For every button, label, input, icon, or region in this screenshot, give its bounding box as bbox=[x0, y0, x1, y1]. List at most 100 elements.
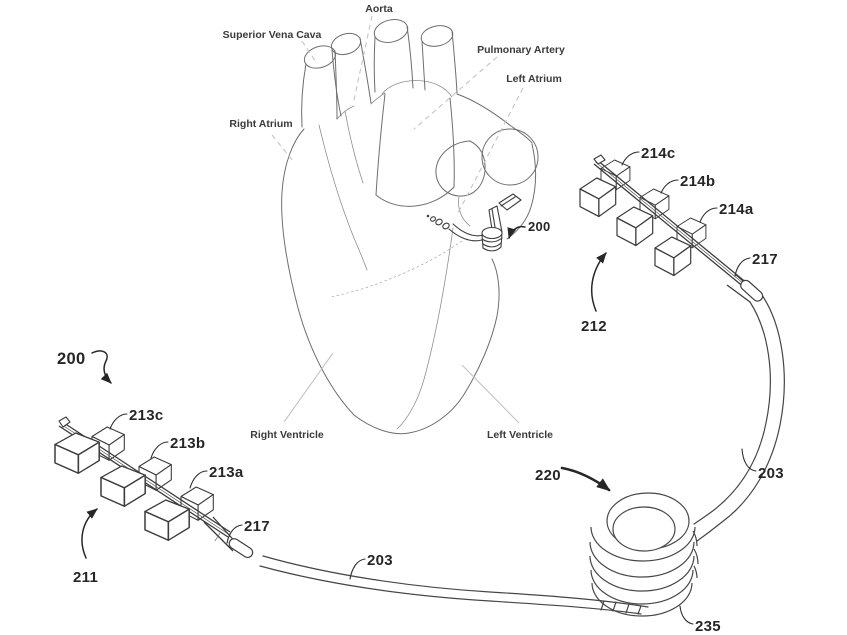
device-body-rib bbox=[482, 242, 502, 248]
label-203-bottom: 203 bbox=[367, 552, 393, 569]
device-body-top bbox=[481, 226, 503, 240]
right-rail bbox=[593, 163, 746, 289]
label-220: 220 bbox=[535, 467, 561, 484]
electrode-cube bbox=[616, 206, 654, 247]
electrode-cube bbox=[579, 177, 617, 218]
label-superior-vena-cava: Superior Vena Cava bbox=[223, 29, 322, 41]
appendage-lobe bbox=[458, 195, 471, 227]
hook-217-left bbox=[226, 524, 243, 544]
strain-sleeve-left bbox=[228, 538, 254, 559]
atrial-seam bbox=[318, 124, 368, 271]
anatomy-leaders bbox=[271, 15, 524, 424]
label-right-atrium: Right Atrium bbox=[229, 118, 292, 130]
label-pulmonary-artery: Pulmonary Artery bbox=[477, 44, 565, 56]
label-217-right: 217 bbox=[752, 251, 778, 268]
hook-214c bbox=[621, 151, 640, 166]
coil-right-connector bbox=[693, 565, 698, 579]
coil-right-connector bbox=[692, 530, 698, 547]
label-200-array: 200 bbox=[57, 350, 85, 368]
heart-outline-upper-right bbox=[506, 143, 537, 240]
hook-214b bbox=[660, 179, 679, 194]
lead-segment-tick bbox=[600, 600, 605, 611]
left-rail-endcap bbox=[58, 416, 71, 428]
vessel-aorta-tube bbox=[373, 19, 414, 93]
lead-segment-tick bbox=[612, 601, 617, 612]
arrow-211 bbox=[81, 508, 98, 559]
lead-segment-tick bbox=[625, 603, 630, 614]
right-taper bbox=[726, 284, 751, 303]
device-electrode-bead bbox=[429, 216, 437, 222]
label-200-heart: 200 bbox=[528, 219, 551, 234]
squiggle-arrow-200-heart bbox=[507, 225, 526, 239]
label-203-right: 203 bbox=[758, 465, 784, 482]
electrode-cube bbox=[54, 432, 100, 474]
device-electrode-bead bbox=[442, 222, 450, 230]
coronary-groove bbox=[330, 240, 463, 298]
device-lead-tip bbox=[426, 214, 430, 218]
label-213a: 213a bbox=[209, 464, 244, 481]
atrial-appendage bbox=[435, 140, 486, 197]
coil-dome bbox=[612, 506, 676, 552]
coil-ring bbox=[590, 569, 694, 605]
right-electrode-array bbox=[579, 154, 764, 303]
leader-pulmonary-artery bbox=[413, 56, 498, 130]
device-body-bottom bbox=[482, 246, 502, 252]
left-taper-tick bbox=[214, 532, 221, 542]
label-214a: 214a bbox=[719, 201, 754, 218]
squiggle-arrow-200-left bbox=[91, 350, 112, 384]
label-right-ventricle: Right Ventricle bbox=[250, 429, 324, 441]
label-left-ventricle: Left Ventricle bbox=[487, 429, 553, 441]
label-214c: 214c bbox=[641, 145, 676, 162]
vessel-svc-back bbox=[330, 32, 372, 117]
label-235: 235 bbox=[695, 618, 721, 635]
heart-drawing bbox=[281, 19, 539, 435]
heart-top-edge bbox=[456, 93, 533, 144]
right-rail-seam bbox=[595, 161, 747, 287]
device-body-side bbox=[481, 233, 484, 249]
right-rail-endcap bbox=[593, 154, 606, 165]
leader-left-ventricle bbox=[461, 364, 520, 424]
heart-top-arc-2 bbox=[370, 92, 386, 105]
coil-right-connector bbox=[693, 548, 699, 565]
interventricular-groove bbox=[396, 227, 454, 430]
implant-device bbox=[426, 193, 522, 252]
hook-213b bbox=[150, 441, 169, 459]
vessel-svc-front bbox=[301, 45, 338, 128]
label-aorta: Aorta bbox=[365, 3, 393, 15]
vessel-pulmonary-tube bbox=[420, 25, 458, 94]
reference-hooks bbox=[109, 151, 757, 625]
arrow-212 bbox=[590, 252, 607, 312]
left-taper bbox=[203, 521, 234, 552]
hook-203-bottom bbox=[349, 558, 366, 580]
leader-right-ventricle bbox=[283, 352, 334, 423]
hook-214a bbox=[699, 207, 718, 223]
label-213c: 213c bbox=[129, 407, 164, 424]
right-rail bbox=[596, 159, 749, 285]
coil-ring bbox=[591, 582, 693, 617]
electrode-cube bbox=[100, 465, 146, 507]
strain-sleeve-right bbox=[740, 279, 764, 302]
device-lead-line-2 bbox=[452, 223, 485, 237]
leader-superior-vena-cava bbox=[301, 40, 317, 63]
arrow-220 bbox=[560, 466, 611, 492]
aortic-seam bbox=[344, 110, 364, 184]
left-electrode-array bbox=[54, 416, 254, 559]
lead-203-right bbox=[693, 294, 785, 542]
hook-235 bbox=[679, 605, 694, 625]
labels: Aorta Superior Vena Cava Pulmonary Arter… bbox=[57, 3, 784, 635]
lead-203-bottom bbox=[259, 555, 649, 615]
label-left-atrium: Left Atrium bbox=[506, 73, 562, 85]
hook-203-right bbox=[741, 448, 757, 472]
label-211: 211 bbox=[73, 569, 98, 586]
hook-213c bbox=[109, 413, 128, 430]
device-header-plate bbox=[498, 193, 522, 211]
heart-outline bbox=[281, 128, 500, 435]
coil-ring bbox=[589, 541, 695, 578]
device-header-plate-line bbox=[500, 196, 516, 207]
hook-217-right bbox=[734, 257, 751, 277]
coil-ring bbox=[589, 555, 695, 592]
device-electrode-bead bbox=[435, 218, 443, 226]
leader-right-atrium bbox=[271, 134, 294, 162]
